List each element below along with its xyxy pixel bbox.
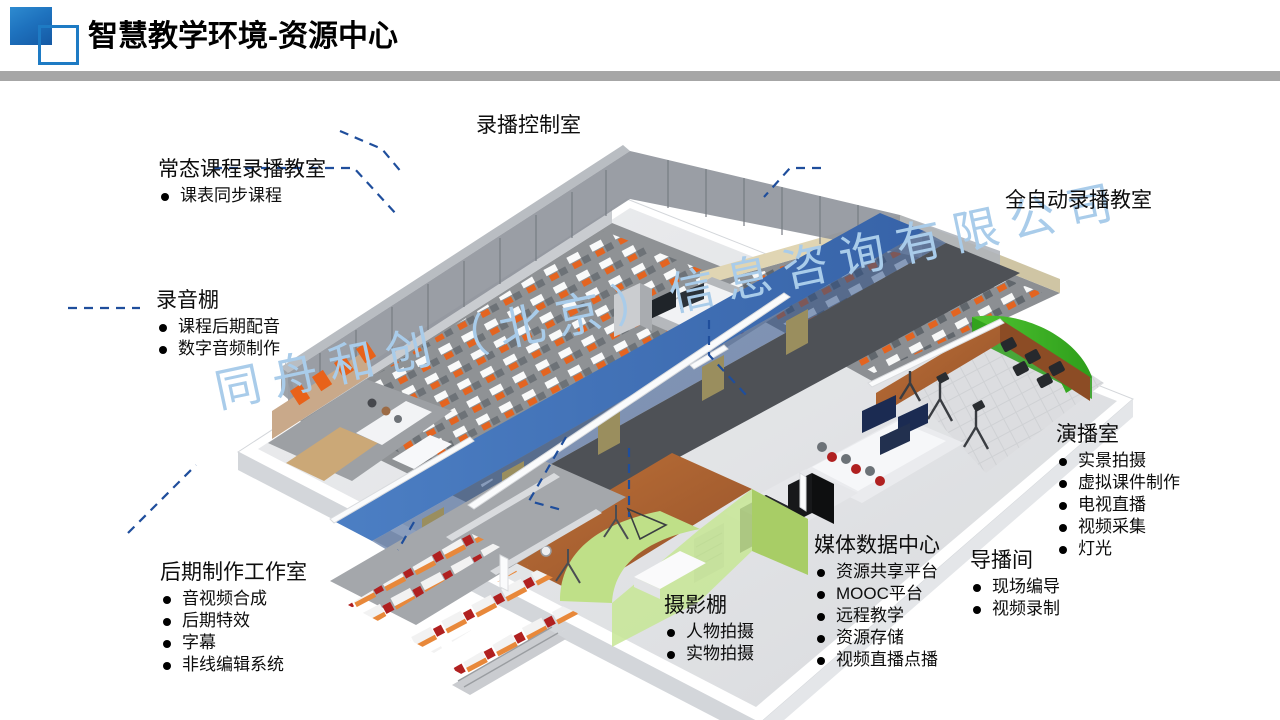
header-divider <box>0 71 1280 81</box>
zone-sound-recording-booth <box>268 341 452 481</box>
floorplan-3d-illustration <box>68 129 1134 720</box>
leader-lines <box>68 129 821 551</box>
zone-post-production-studio <box>330 459 626 695</box>
callout-items: 课表同步课程 <box>158 185 326 207</box>
list-item: 灯光 <box>1056 538 1180 560</box>
list-item: 音视频合成 <box>160 588 307 610</box>
callout-recording-control-room: 录播控制室 <box>476 112 581 139</box>
leader-recording-control-room <box>339 129 403 174</box>
zone-director-room <box>800 395 964 503</box>
list-item: 现场编导 <box>970 576 1060 598</box>
callout-items: 音视频合成 后期特效 字幕 非线编辑系统 <box>160 588 307 676</box>
callout-title: 摄影棚 <box>664 594 727 617</box>
callout-auto-recording-classroom: 全自动录播教室 <box>1005 187 1152 214</box>
callout-items: 人物拍摄 实物拍摄 <box>664 621 754 665</box>
zone-broadcast-studio <box>876 315 1104 473</box>
list-item: 视频采集 <box>1056 516 1180 538</box>
list-item: 资源共享平台 <box>814 561 940 583</box>
list-item: 实物拍摄 <box>664 643 754 665</box>
zone-photography-studio <box>500 453 808 647</box>
list-item: 人物拍摄 <box>664 621 754 643</box>
callout-post-production-studio: 后期制作工作室 音视频合成 后期特效 字幕 非线编辑系统 <box>160 559 307 676</box>
callout-title: 后期制作工作室 <box>160 561 307 584</box>
leader-media-data-center <box>527 436 567 512</box>
list-item: 视频直播点播 <box>814 649 940 671</box>
list-item: 电视直播 <box>1056 494 1180 516</box>
list-item: 课程后期配音 <box>156 316 280 338</box>
list-item: 视频录制 <box>970 598 1060 620</box>
list-item: 非线编辑系统 <box>160 654 307 676</box>
callout-items: 课程后期配音 数字音频制作 <box>156 316 280 360</box>
list-item: 字幕 <box>160 632 307 654</box>
callout-broadcast-studio: 演播室 实景拍摄 虚拟课件制作 电视直播 视频采集 灯光 <box>1056 421 1180 560</box>
list-item: 虚拟课件制作 <box>1056 472 1180 494</box>
callout-items: 现场编导 视频录制 <box>970 576 1060 620</box>
callout-media-data-center: 媒体数据中心 资源共享平台 MOOC平台 远程教学 资源存储 视频直播点播 <box>814 532 940 671</box>
callout-title: 录播控制室 <box>476 114 581 137</box>
callout-title: 媒体数据中心 <box>814 534 940 557</box>
callout-title: 录音棚 <box>156 289 219 312</box>
list-item: 实景拍摄 <box>1056 450 1180 472</box>
list-item: 资源存储 <box>814 627 940 649</box>
logo-outline-square-icon <box>38 25 79 65</box>
callout-title: 常态课程录播教室 <box>158 158 326 181</box>
callout-normal-recording-classroom: 常态课程录播教室 课表同步课程 <box>158 156 326 207</box>
page-header: 智慧教学环境-资源中心 <box>0 0 1280 71</box>
list-item: 后期特效 <box>160 610 307 632</box>
callout-items: 资源共享平台 MOOC平台 远程教学 资源存储 视频直播点播 <box>814 561 940 671</box>
list-item: MOOC平台 <box>814 583 940 605</box>
interior-partition-walls <box>329 292 1005 592</box>
leader-auto-recording-classroom <box>763 166 821 198</box>
illustration-stage: 同舟和创（北京）信息咨询有限公司 常态课程录播教室 课表同步课程 录播控制室 全… <box>0 81 1280 720</box>
leader-post-production-studio <box>127 464 197 534</box>
list-item: 远程教学 <box>814 605 940 627</box>
callout-photography-studio: 摄影棚 人物拍摄 实物拍摄 <box>664 592 754 665</box>
page-title: 智慧教学环境-资源中心 <box>88 20 398 53</box>
callout-items: 实景拍摄 虚拟课件制作 电视直播 视频采集 灯光 <box>1056 450 1180 560</box>
callout-title: 导播间 <box>970 549 1033 572</box>
callout-director-room: 导播间 现场编导 视频录制 <box>970 547 1060 620</box>
list-item: 数字音频制作 <box>156 338 280 360</box>
callout-sound-recording-booth: 录音棚 课程后期配音 数字音频制作 <box>156 287 280 360</box>
leader-normal-recording-classroom <box>213 166 398 216</box>
callout-title: 全自动录播教室 <box>1005 189 1152 212</box>
callout-title: 演播室 <box>1056 423 1119 446</box>
leader-photography-studio <box>397 521 415 551</box>
list-item: 课表同步课程 <box>158 185 326 207</box>
leader-broadcast-studio <box>707 320 749 398</box>
brand-logo <box>10 7 80 65</box>
